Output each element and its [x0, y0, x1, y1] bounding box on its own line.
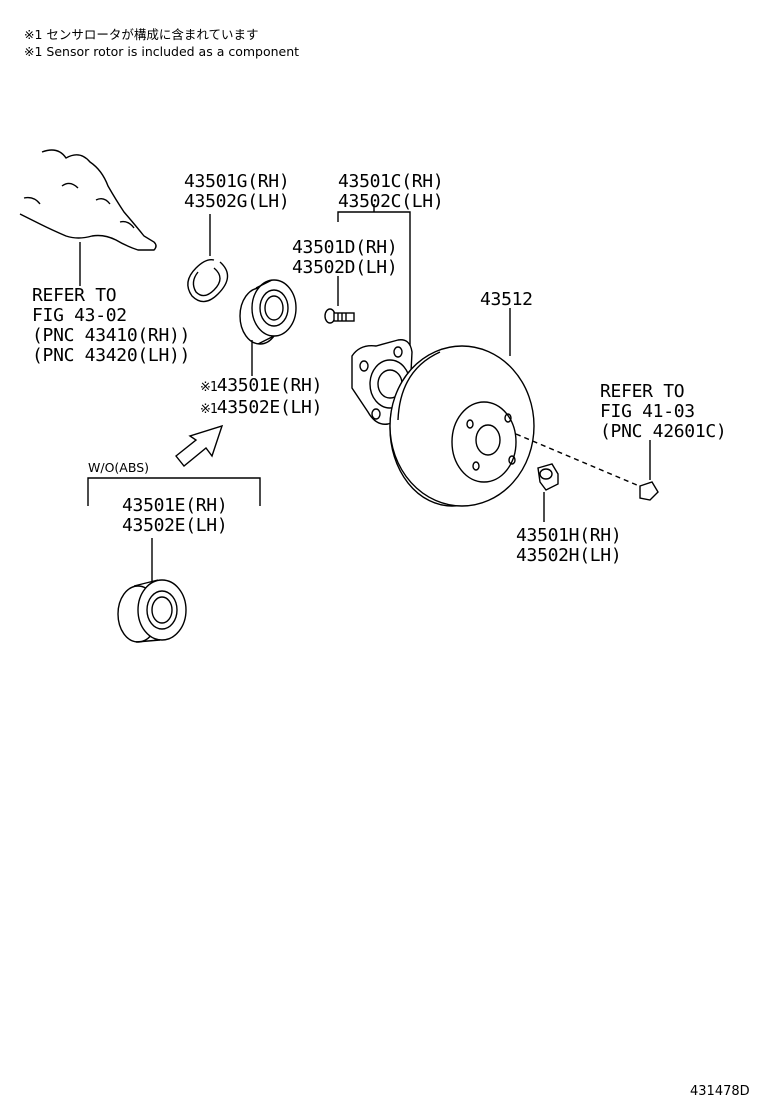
- label-disc: 43512: [480, 289, 533, 310]
- arrow: [175, 424, 224, 467]
- bearing-mark-2: ※1: [200, 402, 218, 417]
- dashed-line: [515, 433, 645, 489]
- snap-ring: [187, 258, 229, 303]
- bracket-hub-group: [337, 211, 411, 350]
- label-nut: 43501H(RH) 43502H(LH): [516, 525, 622, 566]
- label-refer-fig-43-02: REFER TO FIG 43-02 (PNC 43410(RH)) (PNC …: [32, 285, 191, 366]
- figure-id: 431478D: [690, 1084, 750, 1099]
- label-refer-fig-41-03: REFER TO FIG 41-03 (PNC 42601C): [600, 381, 727, 442]
- label-wo-abs: W/O(ABS): [88, 460, 150, 475]
- bearing-mark-1: ※1: [200, 380, 218, 395]
- label-bearing: ※143501E(RH) ※143502E(LH): [200, 375, 323, 418]
- disc-rotor: [389, 345, 535, 507]
- set-screw: [639, 481, 659, 501]
- steering-knuckle-ref: [19, 149, 157, 251]
- hub-nut: [537, 463, 559, 491]
- note-english: ※1 Sensor rotor is included as a compone…: [24, 44, 300, 59]
- label-snap-ring: 43501G(RH) 43502G(LH): [184, 171, 290, 212]
- hub-bolt: [324, 308, 355, 324]
- note-japanese: ※1 センサロータが構成に含まれています: [24, 27, 259, 42]
- bracket-wo-abs: [87, 477, 261, 506]
- label-bearing-alt: 43501E(RH) 43502E(LH): [122, 495, 228, 536]
- label-hub-group: 43501C(RH) 43502C(LH): [338, 171, 444, 212]
- hub-bearing-alt: [117, 579, 187, 643]
- hub-bearing: [239, 279, 297, 345]
- label-hub-bolt: 43501D(RH) 43502D(LH): [292, 237, 398, 278]
